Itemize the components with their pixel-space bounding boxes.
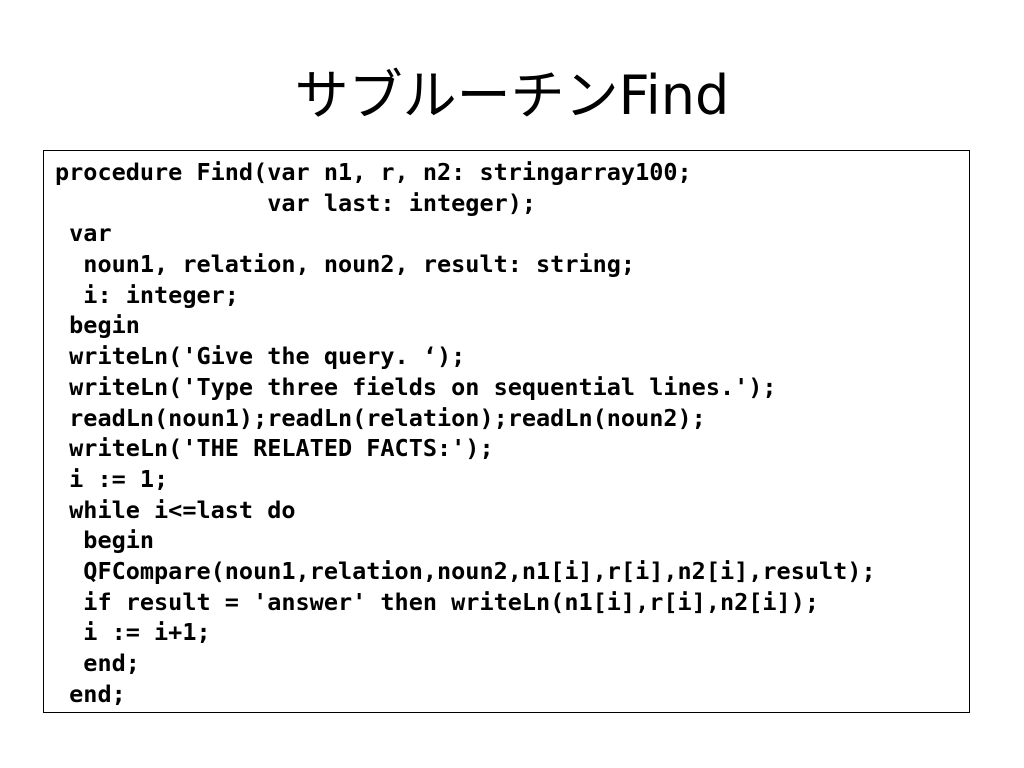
code-line: end; xyxy=(55,679,126,708)
code-line: writeLn('Type three fields on sequential… xyxy=(55,372,777,401)
code-line: procedure Find(var n1, r, n2: stringarra… xyxy=(55,158,692,186)
code-line: while i<=last do xyxy=(55,495,296,524)
code-line: begin xyxy=(55,526,155,555)
code-line: writeLn('THE RELATED FACTS:'); xyxy=(55,434,494,463)
code-line: QFCompare(noun1,relation,noun2,n1[i],r[i… xyxy=(55,556,876,585)
code-line: i: integer; xyxy=(55,280,239,309)
code-line: writeLn('Give the query. ‘); xyxy=(55,342,466,371)
code-line: end; xyxy=(55,649,140,677)
code-listing: procedure Find(var n1, r, n2: stringarra… xyxy=(55,157,876,709)
code-line: i := i+1; xyxy=(55,618,211,647)
code-line: var xyxy=(55,219,112,248)
code-line: var last: integer); xyxy=(55,188,537,217)
code-line: readLn(noun1);readLn(relation);readLn(no… xyxy=(55,403,706,432)
slide-title: サブルーチンFind xyxy=(294,64,730,127)
code-line: noun1, relation, noun2, result: string; xyxy=(55,250,636,279)
code-line: i := 1; xyxy=(55,464,169,493)
code-listing-box: procedure Find(var n1, r, n2: stringarra… xyxy=(43,150,970,713)
code-line: begin xyxy=(55,311,140,340)
code-line: if result = 'answer' then writeLn(n1[i],… xyxy=(55,587,820,616)
